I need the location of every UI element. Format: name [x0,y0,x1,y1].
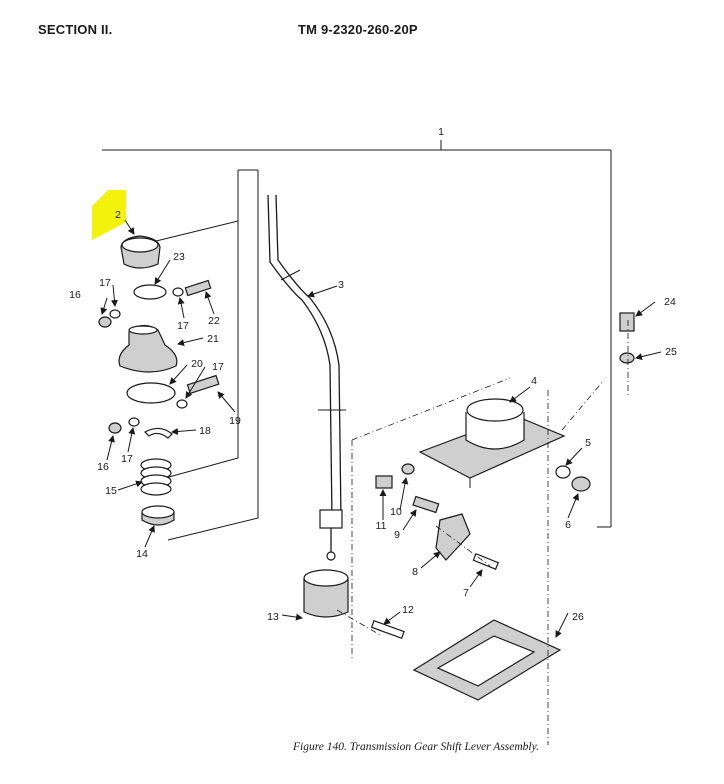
alignment-lines [336,320,629,745]
housing-4 [418,398,566,488]
washer-25 [619,352,635,364]
callout-20: 20 [191,358,203,370]
callout-18: 18 [199,425,211,437]
washer-5 [555,465,571,479]
callout-17a: 17 [99,277,111,289]
callout-15: 15 [105,485,117,497]
socket-13 [303,569,349,618]
bolt-19 [186,374,220,395]
callout-12: 12 [402,604,414,616]
callout-8: 8 [412,566,418,578]
bolt-24 [619,312,635,332]
highlight-marker [92,190,126,240]
ring-20 [126,382,176,404]
figure-caption: Figure 140. Transmission Gear Shift Leve… [293,741,539,753]
callout-4: 4 [531,375,537,387]
linkage-8 [435,513,471,561]
callout-17d: 17 [212,361,224,373]
washer-17a [109,309,121,319]
washer-17c [176,399,188,409]
manual-number: TM 9-2320-260-20P [298,22,418,37]
bolt-22 [184,279,212,297]
assembly-bracket [102,140,612,528]
callout-5: 5 [585,437,591,449]
ring-23 [133,284,167,300]
callout-9: 9 [394,529,400,541]
callout-6: 6 [565,519,571,531]
callout-22: 22 [208,315,220,327]
plate-26 [412,619,562,701]
bolt-9 [412,495,440,514]
callout-26: 26 [572,611,584,623]
callout-17b: 17 [177,320,189,332]
callout-7: 7 [463,587,469,599]
nut-16b [108,422,122,434]
callout-16b: 16 [97,461,109,473]
callout-2: 2 [115,209,121,221]
section-heading: SECTION II. [38,22,113,37]
callout-23: 23 [173,251,185,263]
seat-14 [141,505,175,526]
nut-16a [98,316,112,328]
callout-16a: 16 [69,289,81,301]
clip-18 [144,427,173,439]
callout-17c: 17 [121,453,133,465]
lever-box [237,169,259,518]
callout-1: 1 [438,126,444,138]
callout-19: 19 [229,415,241,427]
washer-17d [128,417,140,427]
nut-6 [571,476,591,492]
knob-part [120,235,161,269]
bolt-11 [375,475,393,489]
callout-14: 14 [136,548,148,560]
spring-15 [140,458,172,496]
callout-21: 21 [207,333,219,345]
callout-3: 3 [338,279,344,291]
boot-part [118,324,178,373]
pin-7 [472,552,500,570]
callout-13: 13 [267,611,279,623]
washer-10 [401,463,415,475]
washer-17b [172,287,184,297]
pin-12 [370,619,405,640]
shift-lever [267,194,346,561]
callout-11: 11 [376,520,387,532]
callout-10: 10 [390,506,402,518]
callout-leaders [100,219,662,638]
callout-24: 24 [664,296,676,308]
callout-25: 25 [665,346,677,358]
